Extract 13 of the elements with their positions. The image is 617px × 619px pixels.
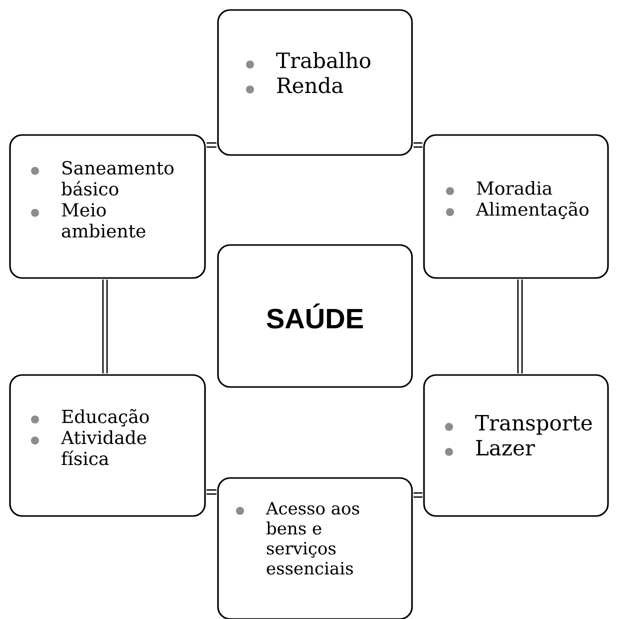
- double-line-connector: [414, 492, 422, 498]
- double-line-connector: [102, 280, 108, 374]
- bullet-list-box: Acesso aos bens e serviços essenciais: [217, 477, 413, 619]
- double-line-connector: [414, 142, 422, 148]
- double-line-connector: [517, 280, 523, 374]
- bullet-list-box: Educação Atividade física: [9, 374, 206, 517]
- bullet-list-box: Transporte Lazer: [423, 374, 609, 517]
- double-line-connector: [206, 142, 216, 148]
- bullet-list-box: Trabalho Renda: [217, 9, 413, 156]
- bullet-list-box: Saneamento básico Meio ambiente: [9, 134, 206, 279]
- double-line-connector: [206, 489, 216, 495]
- center-box: SAÚDE: [217, 244, 413, 388]
- bullet-list-box: Moradia Alimentação: [423, 134, 609, 279]
